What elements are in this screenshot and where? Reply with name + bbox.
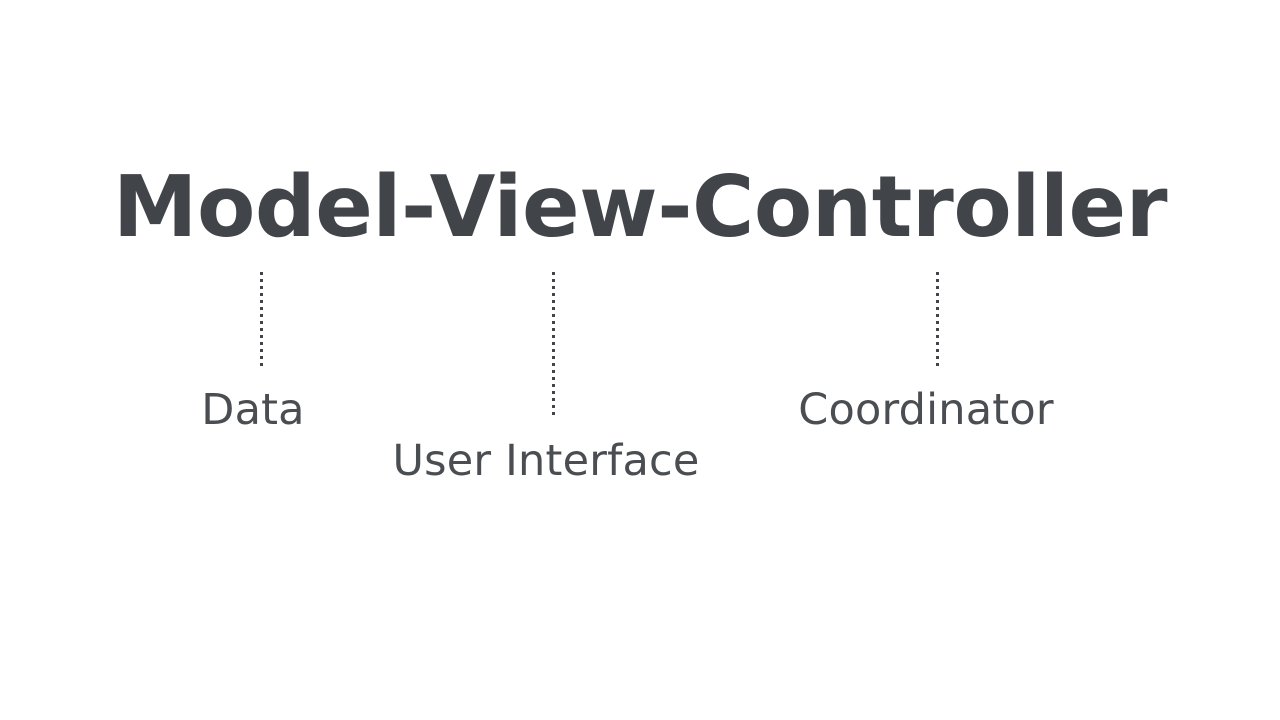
part-label-view: User Interface [392,436,700,486]
part-label-model: Data [201,385,305,435]
connector-line-controller [936,272,939,369]
connector-line-model [260,272,263,369]
page-title: Model-View-Controller [112,158,1168,257]
part-label-controller: Coordinator [798,385,1054,435]
connector-line-view [552,272,555,419]
